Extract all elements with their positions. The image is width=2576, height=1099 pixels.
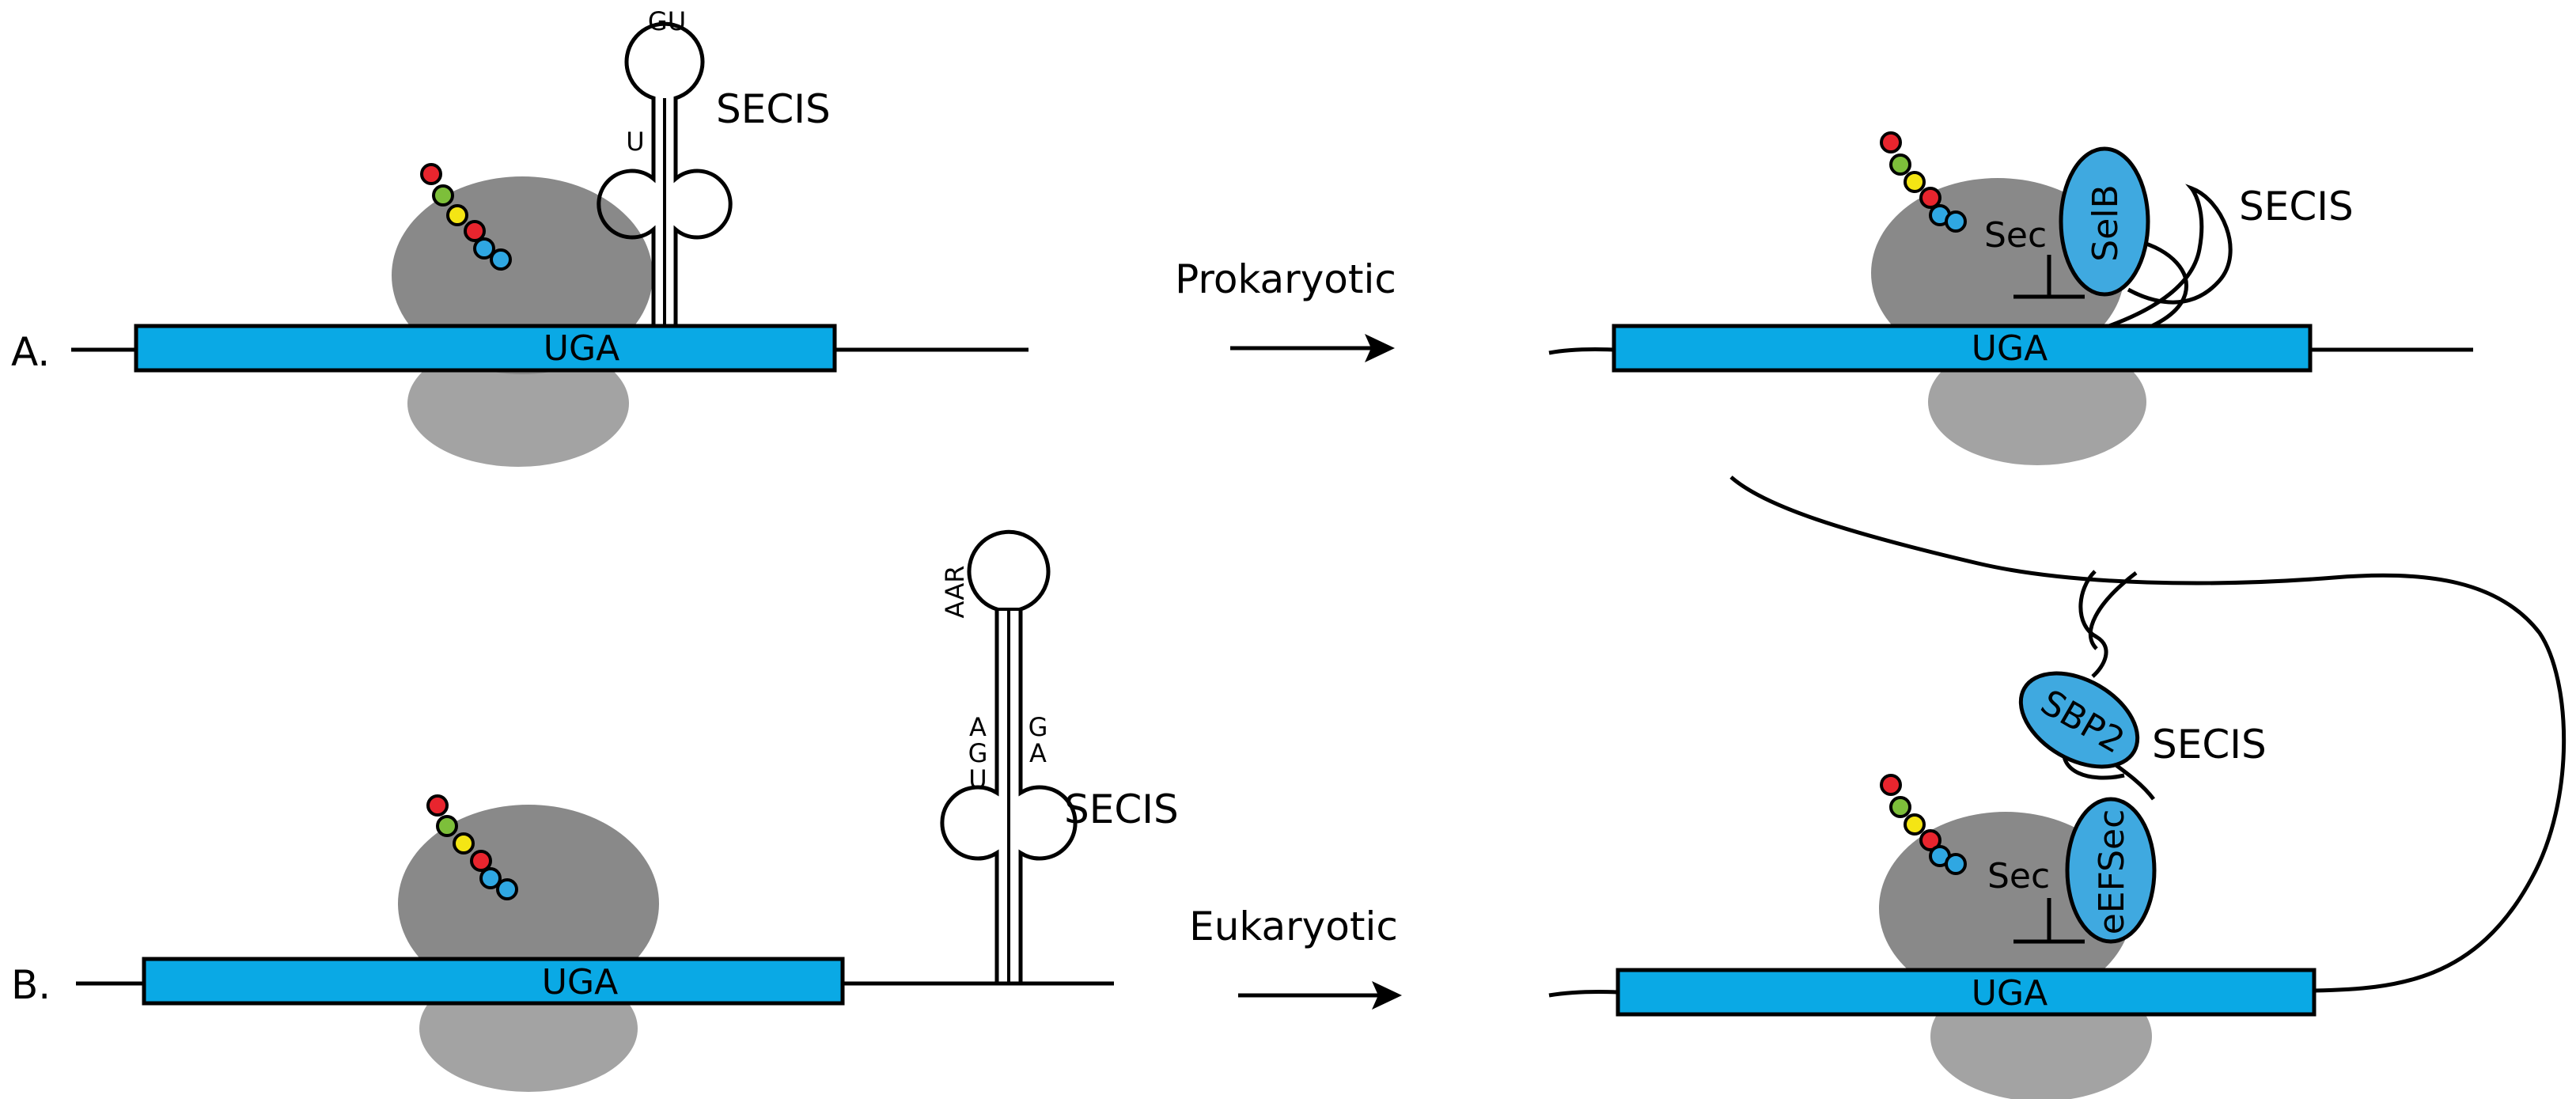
uga-codon: UGA	[1972, 973, 2048, 1014]
secis-label: SECIS	[2239, 184, 2354, 229]
secis-bulge-label: U	[626, 127, 644, 157]
mrna-coding-region	[142, 957, 845, 1006]
secis-loop-label: AAR	[940, 566, 970, 619]
panel-a-label: A.	[11, 329, 50, 375]
sec-trna-stem	[2013, 255, 2085, 299]
secis-label: SECIS	[2152, 722, 2267, 767]
peptide-chain	[426, 794, 518, 900]
mrna-5prime	[1548, 990, 1619, 998]
uga-codon: UGA	[1972, 328, 2048, 369]
peptide-chain	[1880, 774, 1967, 875]
panel-a-initial: A. UGA GU U SECIS	[11, 6, 1029, 467]
secis-stem-loop	[597, 21, 733, 328]
mrna-3prime-loop	[1729, 476, 2567, 993]
sec-trna-stem	[2013, 898, 2085, 944]
svg-text:G: G	[968, 738, 988, 768]
svg-text:A: A	[1029, 738, 1047, 768]
panel-b-result: UGA Sec eEFSec SBP2 SECIS	[1548, 476, 2567, 1099]
secis-right-strand-labels: G A	[1029, 712, 1048, 768]
secis-label: SECIS	[716, 86, 831, 132]
sec-label: Sec	[1984, 215, 2047, 256]
peptide-chain	[420, 163, 512, 271]
eukaryotic-label: Eukaryotic	[1189, 904, 1398, 949]
svg-text:G: G	[1029, 712, 1048, 742]
eefsec-protein	[2065, 797, 2157, 944]
panel-a-result: UGA Sec SelB SECIS	[1548, 131, 2473, 465]
secis-label: SECIS	[1064, 786, 1179, 832]
mrna-coding-region	[1616, 968, 2317, 1017]
prokaryotic-label: Prokaryotic	[1175, 256, 1396, 302]
svg-text:A: A	[969, 712, 987, 742]
prokaryotic-transition: Prokaryotic	[1175, 256, 1396, 362]
selb-protein	[2059, 146, 2150, 297]
sbp2-protein	[2018, 671, 2140, 769]
sec-label: Sec	[1987, 856, 2050, 896]
secis-stem-loop	[940, 529, 1078, 983]
mrna-5prime	[1548, 347, 1615, 355]
secis-loop-label: GU	[648, 6, 686, 36]
mrna-coding-region	[134, 324, 837, 373]
uga-codon: UGA	[542, 962, 618, 1002]
arrow-head-icon	[1365, 334, 1395, 362]
peptide-chain	[1880, 131, 1967, 233]
secis-left-strand-labels: A G U	[968, 712, 988, 794]
selb-label: SelB	[2085, 184, 2126, 261]
panel-b-initial: B. UGA AAR A G U G A SECIS	[11, 529, 1179, 1092]
eefsec-label: eEFSec	[2092, 809, 2132, 935]
arrow-head-icon	[1372, 981, 1402, 1010]
uga-codon: UGA	[544, 328, 619, 369]
eukaryotic-transition: Eukaryotic	[1189, 904, 1402, 1010]
panel-b-label: B.	[11, 962, 51, 1008]
mrna-coding-region	[1612, 324, 2313, 373]
svg-text:U: U	[968, 764, 987, 794]
